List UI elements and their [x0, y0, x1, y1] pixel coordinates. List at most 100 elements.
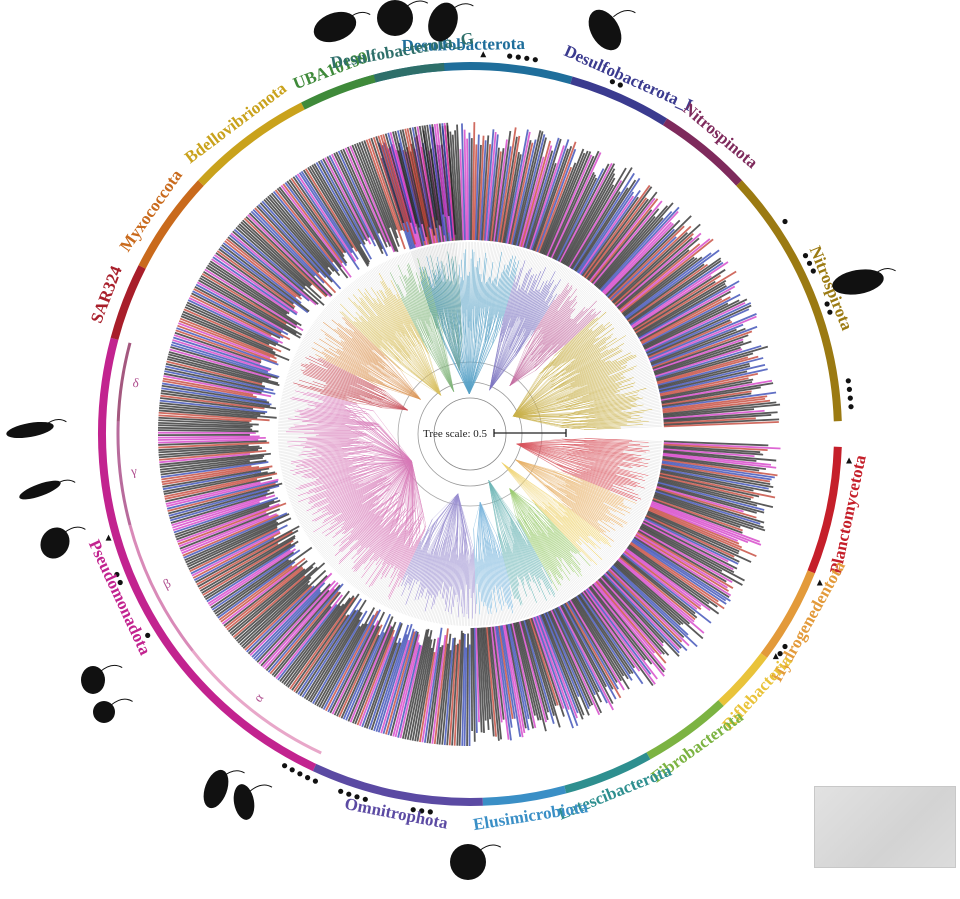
- leader-line: [412, 600, 417, 617]
- leader-line: [581, 572, 590, 584]
- leader-line: [458, 242, 459, 264]
- leader-line: [346, 572, 354, 581]
- leader-line: [607, 522, 631, 538]
- leader-line: [643, 395, 658, 398]
- leader-line: [627, 523, 637, 528]
- leader-line: [562, 561, 583, 590]
- leader-line: [534, 576, 549, 609]
- leader-line: [403, 254, 407, 265]
- leader-line: [577, 279, 584, 288]
- leader-line: [305, 335, 339, 355]
- branch-tip: [499, 533, 521, 606]
- leader-line: [623, 502, 646, 512]
- leader-line: [596, 301, 609, 314]
- leader-line: [634, 363, 648, 369]
- branch-tip: [535, 312, 596, 371]
- leader-line: [532, 255, 540, 275]
- leader-line: [493, 244, 495, 262]
- marker-dot: [524, 56, 529, 61]
- marker-dot: [297, 771, 302, 776]
- leader-line: [645, 481, 655, 484]
- leader-line: [337, 552, 357, 573]
- leader-line: [546, 259, 550, 267]
- branch-segment: [345, 408, 412, 461]
- leader-line: [302, 341, 322, 352]
- leader-line: [555, 597, 559, 604]
- leader-line: [631, 509, 644, 515]
- phylum-ring-Desulfobacterota_G: [375, 67, 445, 79]
- branch-tip: [339, 511, 393, 565]
- leader-line: [363, 275, 371, 287]
- marker-dot: [516, 55, 521, 60]
- branch-tip: [583, 458, 618, 466]
- leader-line: [532, 254, 537, 268]
- leader-line: [623, 501, 645, 511]
- leader-line: [286, 379, 310, 386]
- leader-line: [590, 536, 616, 558]
- leader-line: [280, 456, 321, 462]
- leader-line: [562, 566, 580, 592]
- leader-line: [392, 259, 400, 276]
- marker-dot: [507, 54, 512, 59]
- leader-line: [311, 326, 343, 347]
- leader-line: [281, 467, 296, 470]
- leader-line: [374, 268, 382, 282]
- leader-line: [278, 442, 306, 443]
- leader-line: [284, 475, 304, 480]
- leader-line: [561, 268, 567, 279]
- leader-line: [447, 612, 449, 625]
- leader-line: [619, 376, 652, 387]
- leader-line: [646, 386, 656, 388]
- leader-line: [301, 342, 311, 348]
- branch-tip: [588, 417, 631, 421]
- leader-line: [291, 502, 298, 505]
- leader-line: [381, 264, 397, 294]
- branch-tip: [584, 428, 621, 429]
- leader-line: [601, 339, 637, 359]
- tip-label-line: [469, 133, 471, 240]
- leader-line: [292, 362, 301, 366]
- flagellum: [100, 665, 122, 671]
- leader-line: [461, 242, 462, 259]
- leader-line: [652, 408, 660, 409]
- leader-line: [572, 276, 579, 286]
- leader-line: [344, 289, 358, 306]
- leader-line: [316, 319, 339, 336]
- leader-line: [279, 410, 299, 412]
- leader-line: [542, 567, 561, 603]
- leader-line: [492, 600, 495, 624]
- leader-line: [574, 572, 586, 587]
- leader-line: [649, 442, 662, 443]
- tip-label-line: [158, 432, 256, 434]
- leader-line: [335, 550, 356, 571]
- leader-line: [405, 253, 409, 263]
- leader-line: [643, 477, 656, 480]
- leader-line: [563, 578, 574, 595]
- leader-line: [505, 246, 510, 270]
- leader-line: [278, 444, 300, 445]
- leader-line: [372, 577, 385, 599]
- leader-line: [635, 392, 658, 397]
- leader-line: [610, 544, 621, 553]
- leader-line: [354, 578, 361, 587]
- leader-line: [287, 489, 296, 492]
- leader-line: [313, 536, 325, 545]
- leader-line: [293, 502, 308, 508]
- marker-dot: [313, 779, 318, 784]
- branch-tip: [575, 353, 631, 381]
- branch-tip: [569, 457, 649, 476]
- leader-line: [278, 439, 306, 440]
- leader-line: [488, 614, 489, 625]
- leader-line: [611, 325, 628, 337]
- leader-line: [328, 305, 342, 318]
- leader-line: [391, 586, 401, 609]
- cell-silhouette: [5, 419, 55, 441]
- leader-line: [618, 506, 643, 518]
- leader-line: [330, 303, 340, 312]
- leader-line: [298, 503, 329, 518]
- leader-line: [294, 504, 309, 510]
- leader-line: [352, 570, 364, 586]
- leader-line: [611, 547, 620, 554]
- branch-tip: [359, 297, 394, 340]
- branch-segment: [517, 444, 590, 463]
